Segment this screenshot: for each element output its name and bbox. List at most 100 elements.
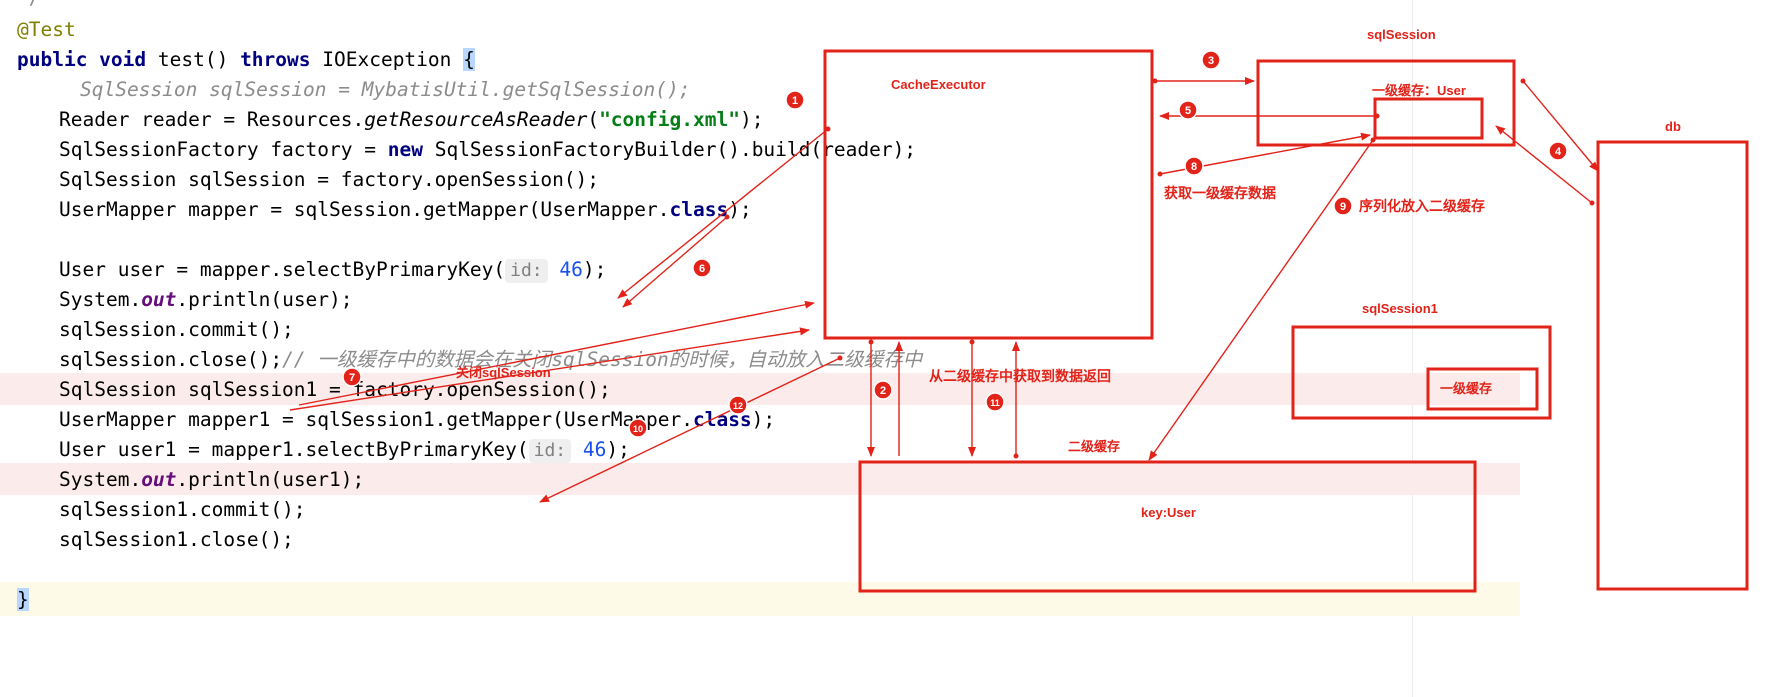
second-level-cache-box	[858, 460, 1477, 593]
svg-text:4: 4	[1555, 146, 1562, 158]
svg-text:12: 12	[733, 401, 743, 411]
step-marker-6: 6	[692, 258, 712, 278]
svg-text:5: 5	[1185, 105, 1191, 117]
right-margin-guide	[1412, 0, 1413, 697]
commented-code-line[interactable]: SqlSession sqlSession = MybatisUtil.getS…	[80, 78, 691, 101]
code-line-get-mapper1[interactable]: UserMapper mapper1 = sqlSession1.getMapp…	[59, 404, 775, 436]
closing-brace-line[interactable]: }	[17, 584, 29, 616]
code-text: );	[606, 438, 630, 461]
code-text: sqlSession.close();	[59, 348, 283, 371]
first-level-cache-box-2	[1426, 367, 1539, 411]
code-text: (	[587, 108, 600, 131]
code-line-select-user[interactable]: User user = mapper.selectByPrimaryKey(id…	[59, 254, 606, 286]
code-text: User user1 = mapper1.selectByPrimaryKey(	[59, 438, 529, 461]
code-text: User user = mapper.selectByPrimaryKey(	[59, 258, 506, 281]
svg-text:11: 11	[990, 398, 1000, 408]
svg-text:9: 9	[1340, 201, 1346, 213]
method-name: test()	[146, 48, 241, 71]
sql-session-label: sqlSession	[1367, 27, 1436, 42]
comment-remnant: */	[17, 0, 40, 14]
arrow-4-up	[1495, 125, 1593, 204]
keyword-new: new	[387, 138, 423, 161]
serialize-label: 序列化放入二级缓存	[1359, 198, 1485, 214]
line-highlight	[0, 463, 1520, 495]
get-first-cache-label: 获取一级缓存数据	[1164, 185, 1276, 201]
svg-text:8: 8	[1191, 161, 1197, 173]
flow-arrows	[289, 77, 1599, 503]
code-line-select-user1[interactable]: User user1 = mapper1.selectByPrimaryKey(…	[59, 434, 630, 466]
sql-session-box	[1256, 59, 1516, 147]
arrow-7	[298, 300, 815, 406]
code-text: System.	[59, 468, 142, 491]
code-line-get-mapper[interactable]: UserMapper mapper = sqlSession.getMapper…	[59, 194, 752, 226]
code-text: UserMapper mapper = sqlSession.getMapper…	[59, 198, 670, 221]
code-text: );	[751, 408, 776, 431]
step-marker-2: 2	[873, 380, 893, 400]
arrow-endpoints	[724, 78, 1595, 459]
second-cache-label: 二级缓存	[1068, 439, 1120, 454]
diagram-labels: CacheExecutor sqlSession 一级缓存：User db sq…	[456, 27, 1681, 520]
code-line-commit[interactable]: sqlSession.commit();	[59, 318, 294, 341]
sql-session1-label: sqlSession1	[1362, 301, 1438, 316]
line-highlight	[0, 582, 1520, 616]
code-line-close1[interactable]: sqlSession1.close();	[59, 528, 294, 551]
code-text: System.	[59, 288, 142, 311]
step-marker-5: 5	[1178, 100, 1198, 120]
step-marker-7: 7	[342, 367, 362, 387]
code-line-print-user[interactable]: System.out.println(user);	[59, 284, 353, 316]
arrow-6	[622, 216, 728, 308]
method-signature[interactable]: public void test() throws IOException {	[17, 44, 475, 76]
code-text: SqlSessionFactory factory =	[59, 138, 388, 161]
static-field: out	[141, 468, 177, 491]
open-brace: {	[463, 48, 475, 71]
first-cache-label: 一级缓存	[1440, 381, 1492, 396]
code-line-reader[interactable]: Reader reader = Resources.getResourceAsR…	[59, 104, 763, 136]
step-marker-9: 9	[1333, 196, 1353, 216]
static-method: getResourceAsReader	[364, 108, 588, 131]
code-text: );	[582, 258, 607, 281]
step-marker-10: 10	[628, 418, 648, 438]
svg-text:1: 1	[792, 95, 798, 107]
from-second-cache-label: 从二级缓存中获取到数据返回	[929, 368, 1111, 384]
close-brace: }	[17, 588, 29, 611]
arrow-1	[617, 128, 829, 299]
step-marker-12: 12	[728, 395, 748, 415]
exception-name: IOException	[310, 48, 464, 71]
code-text: Reader reader = Resources.	[59, 108, 365, 131]
keyword-public-void: public void	[17, 48, 147, 71]
code-text: UserMapper mapper1 = sqlSession1.getMapp…	[59, 408, 693, 431]
number-literal: 46	[582, 438, 607, 461]
close-session-label: 关闭sqlSession	[456, 365, 551, 380]
db-box	[1596, 140, 1749, 591]
cache-executor-label: CacheExecutor	[891, 77, 986, 92]
parameter-hint: id:	[528, 439, 572, 463]
svg-text:10: 10	[633, 424, 643, 434]
arrow-9	[1148, 139, 1374, 461]
cache-executor-box	[823, 49, 1154, 340]
parameter-hint: id:	[505, 259, 548, 283]
svg-text:3: 3	[1208, 55, 1214, 67]
code-text: .println(user);	[176, 288, 353, 311]
sql-session1-box	[1291, 325, 1552, 420]
svg-text:6: 6	[699, 263, 705, 275]
step-marker-8: 8	[1184, 156, 1204, 176]
code-line-commit1[interactable]: sqlSession1.commit();	[59, 498, 306, 521]
test-annotation: @Test	[17, 18, 76, 41]
step-marker-1: 1	[785, 90, 805, 110]
db-label: db	[1665, 119, 1681, 134]
code-line-open-session[interactable]: SqlSession sqlSession = factory.openSess…	[59, 168, 600, 191]
key-user-label: key:User	[1141, 505, 1196, 520]
step-markers: 1 2 3 4 5 6 7 8 9 10 11 12	[342, 50, 1568, 438]
step-marker-4: 4	[1548, 141, 1568, 161]
code-line-print-user1[interactable]: System.out.println(user1);	[59, 464, 364, 496]
first-cache-user-label: 一级缓存：User	[1372, 83, 1466, 98]
arrow-4-down	[1522, 80, 1599, 172]
first-level-cache-box	[1373, 97, 1484, 140]
step-marker-3: 3	[1201, 50, 1221, 70]
step-marker-11: 11	[985, 392, 1005, 412]
code-line-open-session1[interactable]: SqlSession sqlSession1 = factory.openSes…	[59, 378, 611, 401]
code-text: .println(user1);	[176, 468, 365, 491]
arrow-7b	[289, 327, 810, 411]
